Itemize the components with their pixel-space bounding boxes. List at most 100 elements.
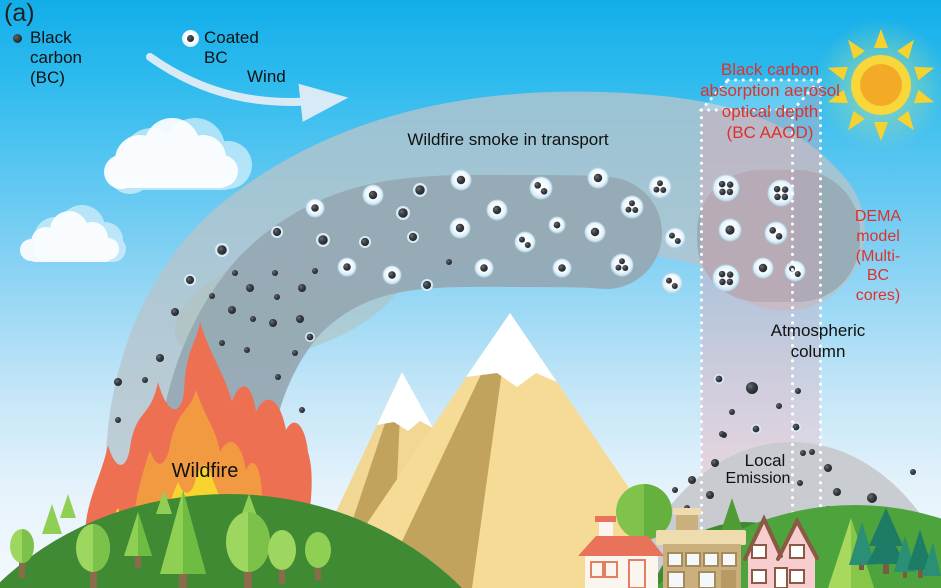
bc-particle — [296, 315, 304, 323]
sun-ray-icon — [848, 110, 865, 131]
coated-bc-particle — [784, 260, 806, 282]
coated-bc-particle — [362, 184, 384, 206]
smoke-transport-label: Wildfire smoke in transport — [407, 130, 609, 149]
bc-particle — [272, 270, 278, 276]
coated-bc-particle — [718, 218, 742, 242]
thinly-coated-bc-particle — [751, 424, 761, 434]
bc-particle — [795, 388, 801, 394]
bc-aaod-label: Black carbon absorption aerosol optical … — [700, 60, 840, 143]
coated-bc-particle — [552, 258, 572, 278]
bc-particle — [446, 259, 452, 265]
bc-particle — [746, 382, 758, 394]
bc-particle — [171, 308, 179, 316]
bc-particle — [269, 319, 277, 327]
bc-particle — [250, 316, 256, 322]
thinly-coated-bc-particle — [714, 374, 724, 384]
thinly-coated-bc-particle — [215, 243, 229, 257]
bc-particle — [312, 268, 318, 274]
bc-particle — [246, 284, 254, 292]
bc-particle — [672, 487, 678, 493]
coated-bc-particle — [664, 227, 686, 249]
bc-particles-layer — [114, 167, 916, 531]
coated-bc-icon — [182, 30, 199, 47]
left-trees — [10, 490, 331, 588]
sun-icon — [815, 19, 941, 151]
bc-particle — [115, 417, 121, 423]
thinly-coated-bc-particle — [421, 279, 433, 291]
coated-bc-particle — [648, 175, 672, 199]
small-orange-roof-house — [578, 516, 664, 588]
bc-particle — [688, 476, 696, 484]
emission-label: Emission — [725, 470, 791, 487]
coated-bc-particle — [474, 258, 494, 278]
thinly-coated-bc-particle — [271, 226, 283, 238]
bc-particle — [209, 293, 215, 299]
thinly-coated-bc-particle — [305, 332, 315, 342]
village — [578, 484, 941, 588]
bc-dot-icon — [13, 34, 22, 43]
cloud-large — [104, 118, 252, 194]
bc-particle — [219, 340, 225, 346]
column-dotted-outline — [699, 78, 822, 550]
bc-particle — [114, 378, 122, 386]
coated-bc-particle — [767, 179, 795, 207]
bc-particle — [156, 354, 164, 362]
coated-bc-particle — [305, 198, 325, 218]
dema-model-label: DEMA model (Multi-BC cores) — [854, 208, 902, 305]
thinly-coated-bc-particle — [396, 206, 410, 220]
coated-bc-particle — [712, 174, 740, 202]
pine-trees — [849, 508, 941, 578]
coated-bc-particle — [764, 221, 788, 245]
coated-bc-particle — [661, 272, 683, 294]
bc-particle — [867, 493, 877, 503]
bc-particle — [274, 294, 280, 300]
sun-ray-icon — [874, 29, 888, 48]
thinly-coated-bc-particle — [316, 233, 330, 247]
round-tree — [616, 484, 672, 572]
sun-ray-icon — [827, 66, 848, 81]
bc-particle — [142, 377, 148, 383]
bc-particle — [275, 374, 281, 380]
bc-particle — [711, 459, 719, 467]
wind-arrow-icon — [146, 53, 349, 122]
bc-particle — [910, 469, 916, 475]
coated-bc-particle — [584, 221, 606, 243]
sun-ray-icon — [874, 122, 888, 141]
wind-label: Wind — [247, 67, 286, 86]
bc-particle — [776, 403, 782, 409]
sun-ray-icon — [914, 66, 935, 81]
coated-bc-particle — [620, 195, 644, 219]
coated-bc-particle — [449, 217, 471, 239]
bc-particle — [292, 350, 298, 356]
coated-bc-particle — [382, 265, 402, 285]
bc-particle — [797, 480, 803, 486]
sun-ray-icon — [897, 110, 914, 131]
thinly-coated-bc-particle — [359, 236, 371, 248]
wildfire-label: Wildfire — [171, 460, 239, 482]
coated-bc-particle — [337, 257, 357, 277]
bc-particle — [228, 306, 236, 314]
sun-ray-icon — [897, 39, 914, 60]
thinly-coated-bc-particle — [413, 183, 427, 197]
legend-coated-label: Coated BC — [204, 28, 259, 67]
panel-label: (a) — [4, 0, 35, 27]
tan-house — [656, 508, 746, 588]
cloud-small — [20, 205, 126, 262]
coated-bc-particle — [587, 167, 609, 189]
sun-ray-icon — [827, 89, 848, 104]
sun-ray-icon — [914, 89, 935, 104]
coated-bc-particle — [548, 216, 566, 234]
coated-bc-particle — [514, 231, 536, 253]
bc-particle — [232, 270, 238, 276]
bc-particle — [809, 449, 815, 455]
bc-particle — [719, 431, 725, 437]
coated-bc-particle — [610, 253, 634, 277]
legend-bc-label: Black carbon (BC) — [30, 28, 82, 87]
thinly-coated-bc-particle — [184, 274, 196, 286]
coated-bc-particle — [752, 257, 774, 279]
pink-house — [743, 514, 819, 588]
coated-bc-particle — [712, 264, 740, 292]
wildfire-foreground — [0, 322, 462, 588]
